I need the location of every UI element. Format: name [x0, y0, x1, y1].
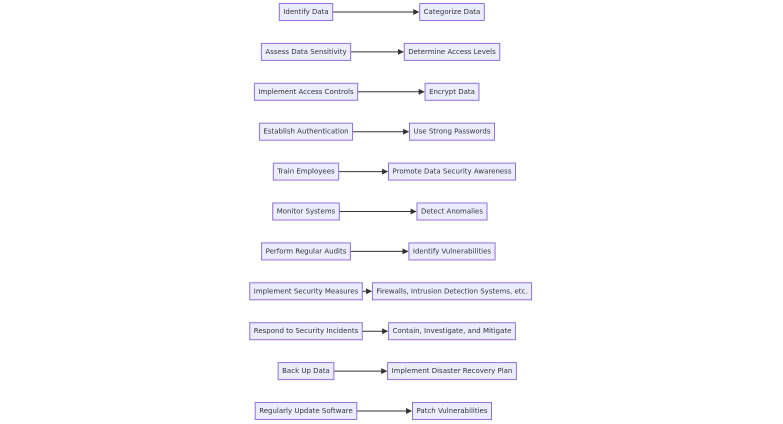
- node-label-target: Identify Vulnerabilities: [413, 247, 492, 255]
- node-label-target: Categorize Data: [424, 8, 481, 16]
- node-label-target: Use Strong Passwords: [414, 128, 491, 136]
- node-box: [403, 42, 501, 61]
- edges-layer: [332, 9, 425, 414]
- node-encrypt-data: Encrypt Data: [424, 82, 480, 101]
- node-box: [277, 362, 335, 381]
- node-label-target: Firewalls, Intrusion Detection Systems, …: [376, 287, 527, 295]
- node-label-target: Encrypt Data: [429, 88, 475, 96]
- node-label-source: Back Up Data: [282, 367, 330, 375]
- node-establish-authentication: Establish Authentication: [258, 122, 354, 141]
- node-box: [272, 162, 340, 181]
- node-implement-access-controls: Implement Access Controls: [253, 82, 359, 101]
- node-label-source: Implement Security Measures: [254, 287, 359, 295]
- node-box: [388, 322, 516, 341]
- node-box: [260, 42, 352, 61]
- node-assess-data-sensitivity: Assess Data Sensitivity: [260, 42, 352, 61]
- node-label-target: Promote Data Security Awareness: [393, 168, 512, 176]
- node-identify-vulnerabilities: Identify Vulnerabilities: [408, 242, 496, 261]
- node-box: [424, 82, 480, 101]
- node-box: [261, 242, 351, 261]
- node-monitor-systems: Monitor Systems: [272, 202, 340, 221]
- node-determine-access-levels: Determine Access Levels: [403, 42, 501, 61]
- node-train-employees: Train Employees: [272, 162, 340, 181]
- node-label-target: Contain, Investigate, and Mitigate: [393, 327, 512, 335]
- node-label-source: Respond to Security Incidents: [254, 327, 359, 335]
- node-contain-investigate-and-mitigate: Contain, Investigate, and Mitigate: [388, 322, 516, 341]
- node-box: [278, 3, 334, 21]
- node-label-target: Patch Vulnerabilities: [417, 407, 488, 415]
- node-box: [409, 122, 495, 141]
- node-label-target: Determine Access Levels: [408, 48, 496, 56]
- node-use-strong-passwords: Use Strong Passwords: [409, 122, 495, 141]
- node-label-source: Monitor Systems: [277, 208, 336, 216]
- node-categorize-data: Categorize Data: [419, 3, 485, 21]
- node-box: [249, 282, 363, 301]
- node-label-source: Perform Regular Audits: [266, 247, 347, 255]
- node-implement-disaster-recovery-plan: Implement Disaster Recovery Plan: [387, 362, 517, 381]
- node-box: [371, 282, 533, 301]
- node-perform-regular-audits: Perform Regular Audits: [261, 242, 351, 261]
- node-box: [408, 242, 496, 261]
- node-label-target: Implement Disaster Recovery Plan: [392, 367, 513, 375]
- node-label-target: Detect Anomalies: [421, 208, 483, 216]
- node-regularly-update-software: Regularly Update Software: [254, 402, 358, 420]
- node-implement-security-measures: Implement Security Measures: [249, 282, 363, 301]
- node-box: [412, 402, 492, 420]
- node-firewalls-intrusion-detection-systems-etc: Firewalls, Intrusion Detection Systems, …: [371, 282, 533, 301]
- node-promote-data-security-awareness: Promote Data Security Awareness: [388, 162, 516, 181]
- node-box: [272, 202, 340, 221]
- node-label-source: Train Employees: [276, 168, 335, 176]
- node-label-source: Regularly Update Software: [259, 407, 353, 415]
- node-box: [253, 82, 359, 101]
- node-box: [419, 3, 485, 21]
- node-patch-vulnerabilities: Patch Vulnerabilities: [412, 402, 492, 420]
- node-box: [387, 362, 517, 381]
- node-box: [388, 162, 516, 181]
- node-box: [249, 322, 363, 341]
- node-back-up-data: Back Up Data: [277, 362, 335, 381]
- node-box: [416, 202, 488, 221]
- node-label-source: Implement Access Controls: [258, 88, 354, 96]
- node-box: [258, 122, 354, 141]
- node-label-source: Establish Authentication: [263, 128, 348, 136]
- node-box: [254, 402, 358, 420]
- node-label-source: Identify Data: [283, 8, 328, 16]
- node-identify-data: Identify Data: [278, 3, 334, 21]
- node-respond-to-security-incidents: Respond to Security Incidents: [249, 322, 363, 341]
- node-label-source: Assess Data Sensitivity: [265, 48, 346, 56]
- node-detect-anomalies: Detect Anomalies: [416, 202, 488, 221]
